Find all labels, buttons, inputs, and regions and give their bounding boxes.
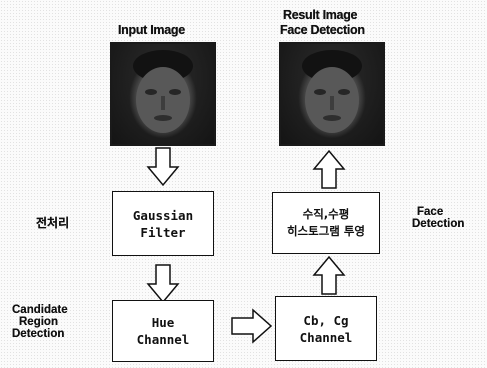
face-detection-label: Face Detection	[412, 206, 464, 230]
face-detection-title: Face Detection	[280, 23, 365, 37]
face-icon	[302, 50, 362, 133]
hue-channel-box: Hue Channel	[112, 300, 214, 362]
arrow-down-icon	[146, 147, 180, 187]
input-face-photo	[110, 42, 216, 146]
result-image-title: Result Image	[283, 8, 358, 22]
box-label: Filter	[140, 224, 186, 240]
box-label: 히스토그램 투영	[286, 224, 366, 238]
arrow-down-icon	[146, 264, 180, 304]
label-line: Region	[19, 316, 58, 328]
label-line: Detection	[412, 218, 465, 230]
box-label: Gaussian	[132, 207, 194, 223]
candidate-region-label: Candidate Region Detection	[12, 304, 68, 340]
gaussian-filter-box: Gaussian Filter	[112, 191, 214, 256]
arrow-up-icon	[312, 149, 346, 189]
arrow-up-icon	[312, 255, 346, 295]
box-label: Channel	[136, 332, 190, 347]
label-line: Detection	[12, 328, 65, 340]
box-label: Cb, Cg	[303, 312, 349, 328]
input-image-title: Input Image	[118, 23, 185, 37]
box-label: Hue	[151, 315, 175, 330]
face-icon	[133, 50, 193, 133]
result-face-photo	[279, 42, 385, 146]
arrow-right-icon	[231, 308, 273, 344]
label-line: Candidate	[12, 304, 68, 316]
box-label: 수직,수평	[302, 207, 350, 221]
histogram-projection-box: 수직,수평 히스토그램 투영	[272, 192, 380, 254]
preprocessing-label: 전처리	[36, 216, 70, 230]
label-line: Face	[417, 206, 444, 218]
cb-cg-channel-box: Cb, Cg Channel	[275, 296, 377, 361]
box-label: Channel	[299, 329, 353, 345]
